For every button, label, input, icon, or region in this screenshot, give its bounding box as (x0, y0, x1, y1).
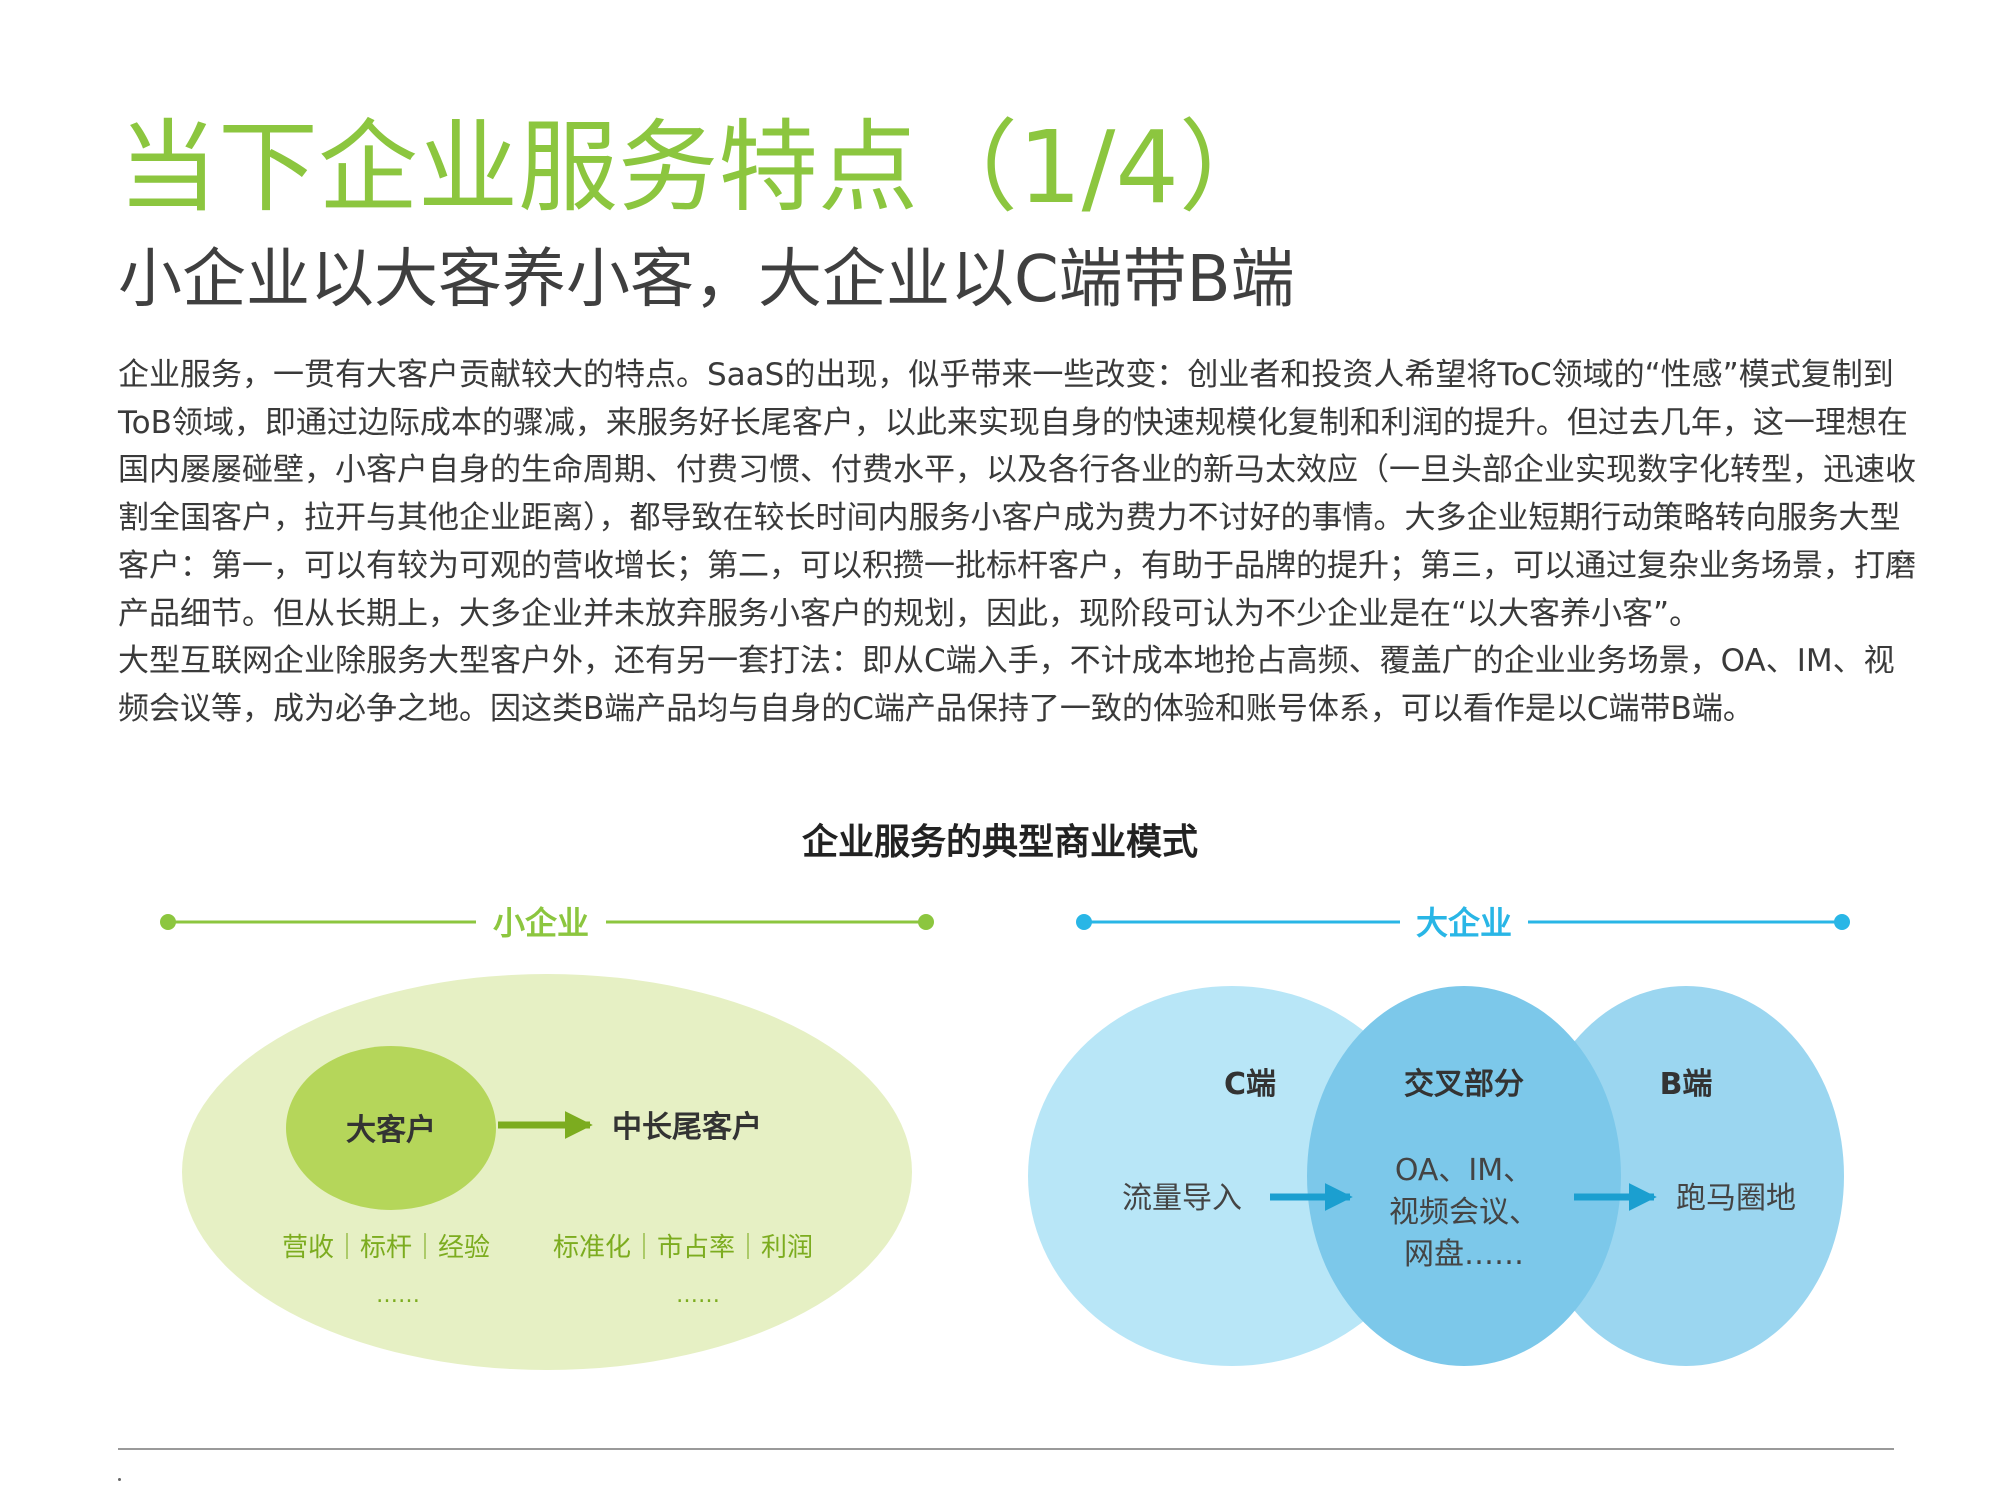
big-customer-circle (286, 1046, 496, 1210)
large-header-dot-left (1076, 914, 1092, 930)
b-side-circle (1528, 986, 1844, 1366)
page-title: 当下企业服务特点（1/4） (118, 109, 1279, 226)
overlap-items-line1: OA、IM、 (1395, 1153, 1533, 1188)
left-more-ellipsis: …… (376, 1283, 420, 1308)
footer-divider (118, 1448, 1894, 1450)
large-enterprise-label: 大企业 (1416, 904, 1512, 942)
page-subtitle: 小企业以大客养小客，大企业以C端带B端 (118, 243, 1295, 317)
small-enterprise-header: 小企业 (160, 904, 934, 942)
c-side-label: C端 (1224, 1067, 1276, 1102)
large-enterprise-header: 大企业 (1076, 904, 1850, 942)
overlap-items-line3: 网盘…… (1404, 1237, 1524, 1272)
long-tail-customer-label: 中长尾客户 (612, 1110, 762, 1145)
small-enterprise-label: 小企业 (493, 904, 589, 942)
small-enterprise-model: 大客户 中长尾客户 营收｜标杆｜经验 标准化｜市占率｜利润 …… …… (182, 974, 912, 1370)
body-text: 企业服务，一贯有大客户贡献较大的特点。SaaS的出现，似乎带来一些改变：创业者和… (118, 352, 1918, 734)
footer-dot (118, 1478, 121, 1481)
large-header-dot-right (1834, 914, 1850, 930)
large-enterprise-model: C端 交叉部分 B端 流量导入 OA、IM、 视频会议、 网盘…… 跑马圈地 (1028, 986, 1844, 1366)
paragraph-1: 企业服务，一贯有大客户贡献较大的特点。SaaS的出现，似乎带来一些改变：创业者和… (118, 357, 1916, 632)
diagram-title: 企业服务的典型商业模式 (801, 822, 1198, 863)
paragraph-2: 大型互联网企业除服务大型客户外，还有另一套打法：即从C端入手，不计成本地抢占高频… (118, 643, 1895, 727)
right-more-ellipsis: …… (676, 1283, 720, 1308)
overlap-label: 交叉部分 (1404, 1067, 1524, 1102)
small-enterprise-ellipse (182, 974, 912, 1370)
b-side-label: B端 (1660, 1067, 1713, 1102)
big-customer-label: 大客户 (346, 1113, 436, 1148)
right-benefits-text: 标准化｜市占率｜利润 (553, 1233, 813, 1263)
land-grab-text: 跑马圈地 (1676, 1181, 1796, 1216)
left-benefits-text: 营收｜标杆｜经验 (282, 1233, 490, 1263)
traffic-text: 流量导入 (1122, 1181, 1242, 1216)
overlap-circle (1307, 986, 1621, 1366)
small-header-dot-right (918, 914, 934, 930)
overlap-items-line2: 视频会议、 (1389, 1195, 1539, 1230)
small-header-dot-left (160, 914, 176, 930)
